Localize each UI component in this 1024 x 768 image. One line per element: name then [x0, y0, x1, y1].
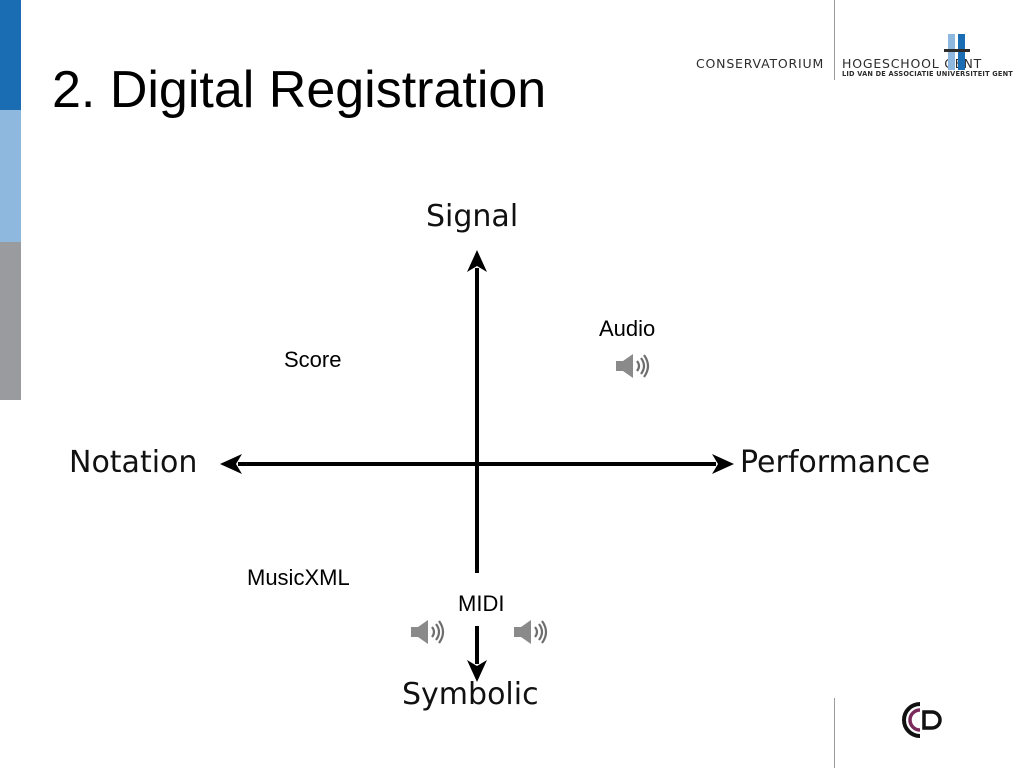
slide-title: 2. Digital Registration [52, 61, 547, 119]
logo-hogeschool-text: HOGESCHOOL GENT [842, 56, 983, 71]
axis-label-signal: Signal [426, 199, 519, 234]
speaker-icon[interactable] [614, 352, 650, 380]
cg-logo-icon [902, 702, 942, 738]
accent-bar-gray [0, 242, 21, 400]
arrow-down-icon [467, 660, 487, 682]
item-label-midi: MIDI [458, 591, 505, 616]
accent-bar-light-blue [0, 110, 21, 242]
item-label-audio: Audio [599, 316, 656, 341]
axis-label-symbolic: Symbolic [402, 677, 539, 712]
accent-bar-blue [0, 0, 21, 110]
speaker-icon[interactable] [409, 618, 445, 646]
arrow-left-icon [220, 454, 242, 474]
axis-label-performance: Performance [740, 445, 931, 480]
footer-divider [834, 698, 835, 768]
logo-conservatorium-text: CONSERVATORIUM [696, 56, 825, 71]
item-label-musicxml: MusicXML [247, 565, 350, 590]
speaker-icon[interactable] [512, 618, 548, 646]
header-divider [834, 0, 835, 80]
arrow-up-icon [467, 250, 487, 272]
logo-subtext: LID VAN DE ASSOCIATIE UNIVERSITEIT GENT [842, 70, 1014, 78]
axis-label-notation: Notation [69, 445, 198, 480]
arrow-right-icon [712, 454, 734, 474]
hogeschool-mark-icon [944, 34, 970, 70]
item-label-score: Score [284, 347, 342, 372]
